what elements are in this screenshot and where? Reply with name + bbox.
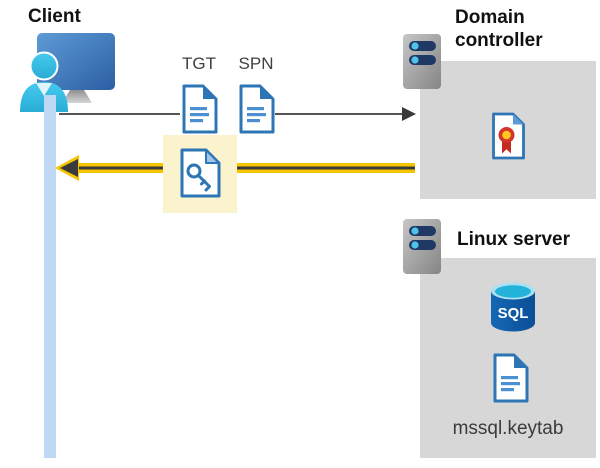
linux-server-icon (403, 219, 441, 274)
user-head-icon (29, 51, 59, 81)
monitor-stand (62, 90, 92, 103)
certificate-ribbon (502, 141, 511, 154)
client-workstation-icon (20, 33, 115, 112)
linux-server-title: Linux server (457, 229, 570, 250)
user-collar (36, 83, 52, 96)
request-arrowhead-icon (402, 107, 416, 121)
sql-badge-text: SQL (498, 305, 529, 322)
request-arrow-line-left (59, 113, 180, 115)
response-arrowhead-icon (60, 159, 78, 177)
response-arrow-shaft (76, 163, 415, 173)
key-icon (186, 163, 202, 179)
key-ticket-document-icon (180, 148, 221, 198)
tgt-document-icon (182, 84, 218, 134)
monitor-icon (37, 33, 115, 90)
keytab-filename: mssql.keytab (452, 418, 564, 439)
client-title: Client (28, 6, 81, 27)
tgt-label: TGT (182, 54, 216, 73)
sql-database-icon: SQL (491, 282, 535, 332)
request-arrow-line-right (275, 113, 403, 115)
domain-controller-title: Domain controller (455, 7, 543, 51)
spn-label: SPN (238, 54, 274, 73)
client-session-bar (44, 95, 56, 458)
certificate-icon (492, 112, 525, 160)
spn-document-icon (239, 84, 275, 134)
domain-controller-server-icon (403, 34, 441, 89)
keytab-document-icon (493, 353, 529, 403)
